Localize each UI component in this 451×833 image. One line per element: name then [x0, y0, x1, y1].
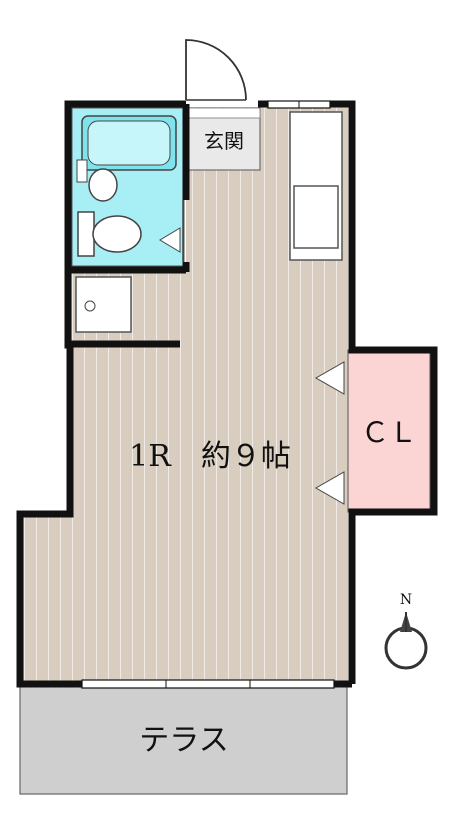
- bath-door-mark: [159, 227, 181, 253]
- compass-north-label: N: [400, 592, 412, 608]
- faucet: [76, 159, 88, 183]
- toilet-bowl: [92, 215, 142, 253]
- bathtub-inner: [87, 120, 171, 166]
- terrace-window: [81, 679, 335, 689]
- terrace-area: [19, 683, 348, 795]
- top-window: [267, 100, 331, 109]
- closet-label: ＣＬ: [361, 416, 417, 449]
- toilet-tank: [77, 211, 95, 257]
- terrace-label: テラス: [139, 723, 228, 758]
- entrance-door-swing: [185, 39, 247, 101]
- kitchen-sink: [293, 185, 339, 249]
- walls: [16, 100, 438, 688]
- drain-icon: [84, 300, 96, 312]
- entrance-label: 玄関: [204, 129, 244, 153]
- closet-area: [347, 349, 431, 513]
- closet-door-mark-top: [314, 361, 345, 395]
- washer-space: [75, 276, 132, 333]
- wash-basin: [88, 168, 118, 202]
- compass-icon: [384, 612, 428, 670]
- main-room-floor: [20, 107, 348, 684]
- closet-door-mark-bottom: [314, 471, 345, 505]
- entrance-step: [187, 107, 261, 119]
- main-room-label: 1R 約９帖: [129, 439, 291, 474]
